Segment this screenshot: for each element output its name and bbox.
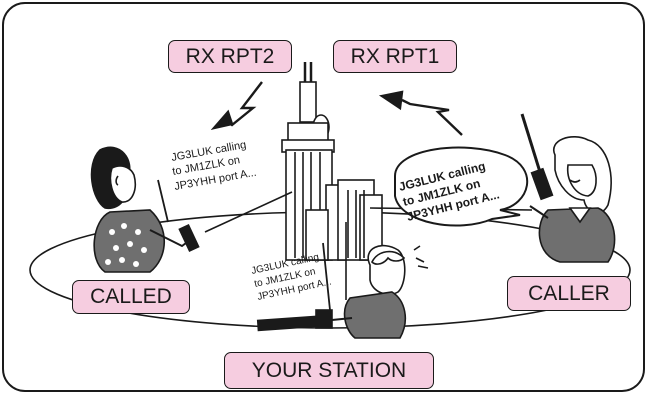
your-station-person-icon <box>256 244 429 339</box>
called-label: CALLED <box>72 280 190 314</box>
repeater-building-icon <box>281 62 383 261</box>
link-line <box>204 191 293 233</box>
your-station-speech-mark <box>322 242 331 311</box>
called-speech-mark <box>157 179 169 223</box>
called-speech-text: JG3LUK calling to JM1ZLK on JP3YHH port … <box>170 139 257 193</box>
called-person-icon <box>90 146 200 273</box>
caller-person-icon <box>520 113 616 263</box>
radio-wave-icon <box>378 90 463 136</box>
rx-rpt1-label: RX RPT1 <box>333 40 457 73</box>
radio-wave-icon <box>210 81 263 130</box>
your-station-label: YOUR STATION <box>224 352 434 389</box>
caller-speech-bubble <box>394 146 529 227</box>
rx-rpt2-label: RX RPT2 <box>168 40 292 73</box>
caller-label: CALLER <box>507 276 631 311</box>
